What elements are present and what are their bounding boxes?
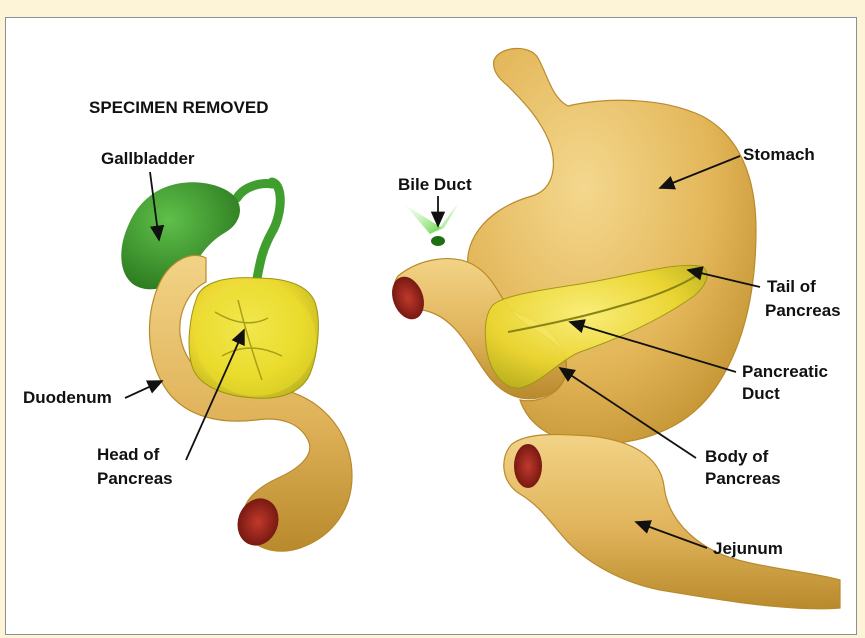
jejunum-shape bbox=[504, 434, 840, 608]
label-stomach: Stomach bbox=[743, 145, 815, 164]
label-pancreatic-duct-line2: Duct bbox=[742, 384, 780, 403]
diagram-title: SPECIMEN REMOVED bbox=[89, 98, 268, 117]
label-body-of-pancreas-line2: Pancreas bbox=[705, 469, 781, 488]
cystic-duct bbox=[237, 184, 272, 198]
specimen-group bbox=[121, 182, 352, 551]
label-jejunum: Jejunum bbox=[713, 539, 783, 558]
label-head-of-pancreas-line2: Pancreas bbox=[97, 469, 173, 488]
common-bile-duct bbox=[256, 182, 280, 284]
bile-duct-stump bbox=[431, 236, 445, 246]
jejunum-lumen bbox=[514, 444, 542, 488]
label-gallbladder: Gallbladder bbox=[101, 149, 195, 168]
label-duodenum: Duodenum bbox=[23, 388, 112, 407]
pancreas-head-cut-face bbox=[196, 284, 316, 396]
label-tail-of-pancreas-line2: Pancreas bbox=[765, 301, 841, 320]
label-body-of-pancreas-line1: Body of bbox=[705, 447, 769, 466]
label-tail-of-pancreas-line1: Tail of bbox=[767, 277, 816, 296]
label-pancreatic-duct-line1: Pancreatic bbox=[742, 362, 828, 381]
label-bile-duct: Bile Duct bbox=[398, 175, 472, 194]
label-head-of-pancreas-line1: Head of bbox=[97, 445, 160, 464]
reconstruction-group bbox=[386, 48, 840, 608]
bile-duct-beam bbox=[404, 204, 442, 234]
arrow-duodenum bbox=[125, 381, 162, 398]
